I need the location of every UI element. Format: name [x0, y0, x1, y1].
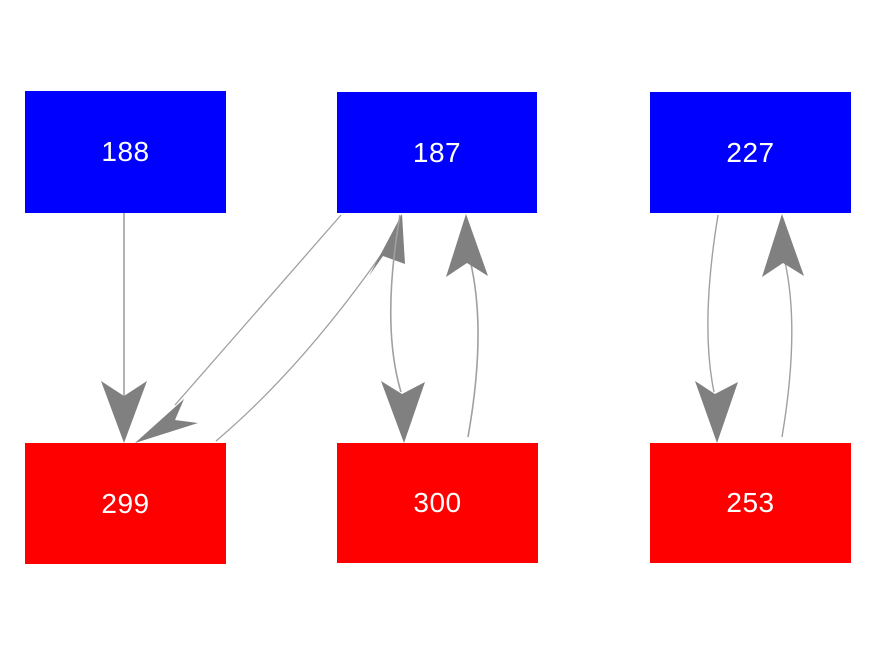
- edge-227-to-253: [695, 214, 738, 443]
- node-188[interactable]: 188: [25, 91, 226, 213]
- node-label-300: 300: [413, 487, 462, 518]
- arrowhead-downleft-299b: [135, 399, 198, 443]
- edge-187-to-300: [381, 214, 425, 443]
- node-label-188: 188: [101, 136, 150, 167]
- node-label-299: 299: [101, 487, 150, 519]
- node-187[interactable]: 187: [337, 92, 537, 213]
- node-label-227: 227: [726, 136, 775, 168]
- arrowhead-up-227: [762, 214, 804, 277]
- node-300[interactable]: 300: [337, 443, 538, 563]
- node-299[interactable]: 299: [25, 443, 226, 564]
- arrowhead-down-300: [381, 381, 425, 443]
- edge-299-to-187: [215, 214, 405, 442]
- node-253[interactable]: 253: [650, 443, 851, 563]
- arrowhead-up-187b: [446, 214, 488, 277]
- arrowhead-down-299a: [101, 381, 147, 443]
- edge-253-to-227: [762, 214, 804, 438]
- edge-188-to-299: [101, 213, 147, 443]
- node-227[interactable]: 227: [650, 92, 851, 213]
- arrowhead-down-253: [695, 381, 738, 443]
- node-label-253: 253: [726, 487, 775, 518]
- node-label-187: 187: [412, 136, 462, 168]
- edge-187-to-299: [135, 214, 342, 443]
- arrowhead-up-187a: [369, 214, 405, 276]
- edge-300-to-187: [446, 214, 488, 438]
